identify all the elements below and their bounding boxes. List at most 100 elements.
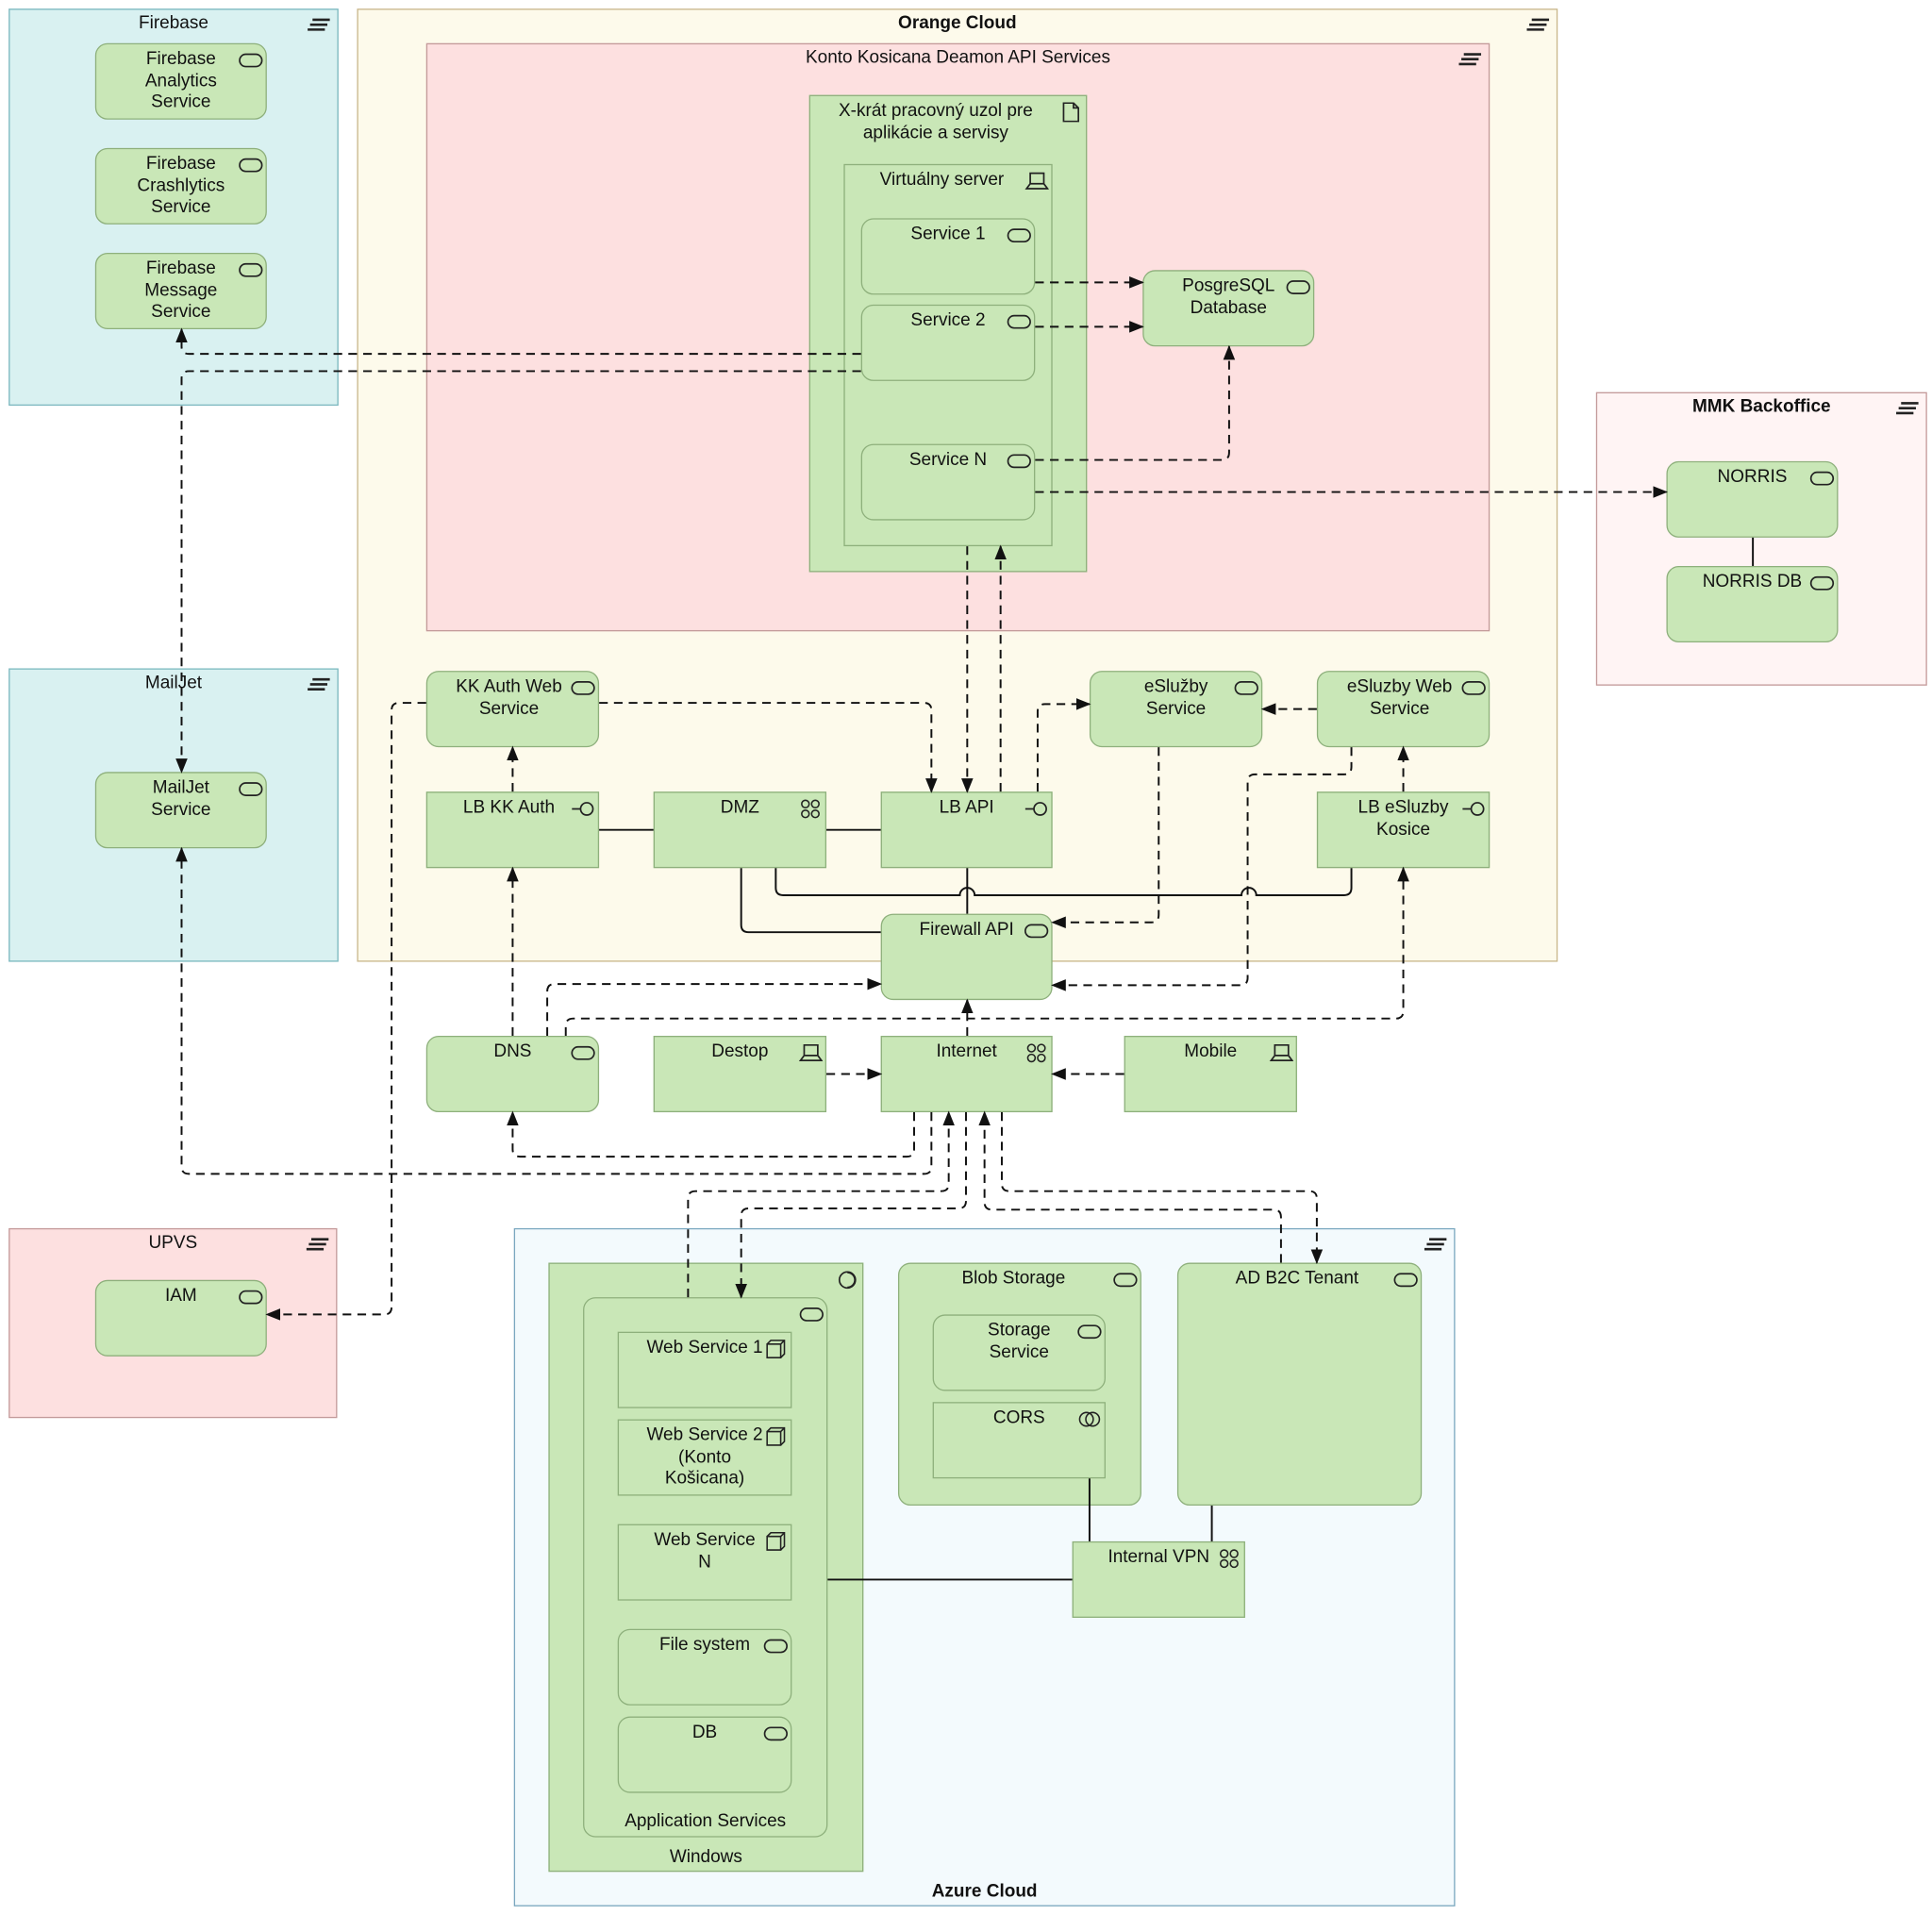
azure-cloud-title: Azure Cloud [931,1881,1038,1901]
node-icon [766,1531,786,1551]
kk-auth-label: KK Auth Web Service [456,676,562,719]
lb-kk-auth-label: LB KK Auth [462,797,556,818]
service-icon [799,1307,824,1322]
firebase-crashlytics-service[interactable]: Firebase Crashlytics Service [94,147,267,225]
storage-service-label: Storage Service [988,1320,1051,1362]
dns-label: DNS [493,1041,532,1062]
postgresql-database[interactable]: PosgreSQL Database [1142,270,1315,347]
interface-icon [1462,802,1485,816]
norris-label: NORRIS [1717,467,1788,488]
service-1-label: Service 1 [910,224,986,244]
firebase-analytics-service[interactable]: Firebase Analytics Service [94,42,267,120]
norris-service[interactable]: NORRIS [1666,460,1839,538]
service-icon [1007,228,1031,243]
service-n[interactable]: Service N [860,443,1036,521]
lb-api[interactable]: LB API [880,791,1053,869]
service-2-label: Service 2 [910,310,986,331]
web-service-2-label: Web Service 2 (Konto Košicana) [646,1425,763,1489]
service-icon [571,680,595,695]
flow-servicen-postgres [1035,344,1236,461]
esluzby-web-label: eSluzby Web Service [1346,676,1453,719]
flow-kkauth-iam [265,702,426,1321]
service-icon [239,1290,263,1305]
flow-service2-mailjet [175,370,861,774]
internal-vpn[interactable]: Internal VPN [1072,1540,1245,1618]
firebase-analytics-label: Firebase Analytics Service [144,49,217,112]
service-icon [239,782,263,796]
grouping-icon [1424,1238,1447,1251]
mailjet-service[interactable]: MailJet Service [94,772,267,849]
grouping-icon [1896,402,1919,415]
web-service-n-label: Web Service N [654,1530,756,1572]
mobile-label: Mobile [1184,1041,1238,1062]
interface-icon [572,802,594,816]
destop-label: Destop [711,1041,769,1062]
firewall-api-label: Firewall API [919,920,1014,941]
destop-device[interactable]: Destop [653,1035,827,1113]
flow-dns-lbesluzby [564,866,1409,1036]
flow-adb2c-internet [978,1110,1282,1263]
lb-api-label: LB API [939,797,994,818]
ad-b2c-tenant[interactable]: AD B2C Tenant [1176,1262,1423,1507]
service-icon [1007,454,1031,469]
service-icon [763,1639,788,1654]
interface-icon [1024,802,1047,816]
service-icon [1113,1273,1138,1288]
lb-esluzby-kosice[interactable]: LB eSluzby Kosice [1316,791,1491,869]
konto-services-title: Konto Kosicana Deamon API Services [805,47,1110,68]
norris-db-label: NORRIS DB [1702,572,1803,592]
grouping-icon [308,677,330,691]
file-system-label: File system [659,1635,751,1656]
service-icon [571,1045,595,1060]
network-icon [1026,1043,1046,1063]
device-icon [1269,1043,1294,1061]
internet-label: Internet [936,1041,997,1062]
internet-network[interactable]: Internet [880,1035,1053,1113]
cors-collaboration[interactable]: CORS [932,1402,1106,1479]
flow-internet-azure [735,1112,967,1299]
storage-service[interactable]: Storage Service [932,1314,1106,1391]
grouping-icon [306,1238,329,1251]
mobile-device[interactable]: Mobile [1124,1035,1297,1113]
web-service-1-label: Web Service 1 [646,1338,763,1358]
file-system[interactable]: File system [617,1628,792,1706]
esluzby-service[interactable]: eSlužby Service [1089,671,1263,748]
service-icon [1461,680,1486,695]
web-service-n[interactable]: Web Service N [617,1524,792,1601]
service-icon [239,158,263,173]
virtual-server-label: Virtuálny server [879,170,1005,191]
link-dmz-firewall [740,868,881,934]
grouping-icon [308,18,330,31]
db-label: DB [691,1723,718,1742]
service-icon [239,262,263,277]
service-2[interactable]: Service 2 [860,304,1036,381]
lb-kk-auth[interactable]: LB KK Auth [425,791,600,869]
application-services-label: Application Services [625,1810,787,1831]
cors-label: CORS [992,1407,1045,1428]
norris-db[interactable]: NORRIS DB [1666,565,1839,643]
dmz-network[interactable]: DMZ [653,791,827,869]
ad-b2c-label: AD B2C Tenant [1235,1269,1359,1289]
flow-esluzbyweb-firewall [1051,747,1353,991]
flow-internet-adb2c [1000,1112,1324,1265]
service-n-label: Service N [908,450,988,471]
orange-cloud-title: Orange Cloud [898,13,1017,34]
collaboration-icon [1078,1411,1101,1427]
firebase-crashlytics-label: Firebase Crashlytics Service [137,154,225,218]
worker-node-label: X-krát pracovný uzol pre aplikácie a ser… [839,101,1033,142]
service-icon [763,1726,788,1741]
firebase-message-label: Firebase Message Service [144,258,218,323]
service-icon [1809,575,1835,591]
firewall-api[interactable]: Firewall API [880,913,1053,1001]
grouping-icon [1526,18,1550,31]
db-service[interactable]: DB [617,1716,792,1793]
web-service-2[interactable]: Web Service 2 (Konto Košicana) [617,1419,792,1496]
web-service-1[interactable]: Web Service 1 [617,1331,792,1408]
flow-service2-firebase [175,327,861,356]
artifact-icon [1062,102,1080,123]
postgresql-label: PosgreSQL Database [1182,275,1275,318]
service-icon [1809,471,1835,486]
service-1[interactable]: Service 1 [860,218,1036,295]
